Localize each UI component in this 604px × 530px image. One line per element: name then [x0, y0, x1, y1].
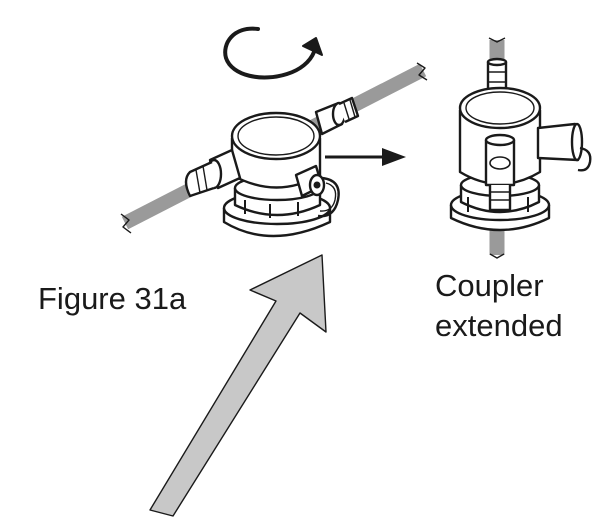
coupler-retracted — [120, 62, 428, 238]
rotate-clockwise-icon — [223, 26, 323, 80]
coupler-label-line2: extended — [435, 308, 563, 343]
pointer-arrow-icon — [149, 254, 327, 517]
figure-label: Figure 31a — [38, 281, 187, 316]
coupler-label-line1: Coupler — [435, 268, 544, 303]
right-arrow-icon — [325, 148, 406, 166]
coupler-extended — [449, 37, 592, 259]
